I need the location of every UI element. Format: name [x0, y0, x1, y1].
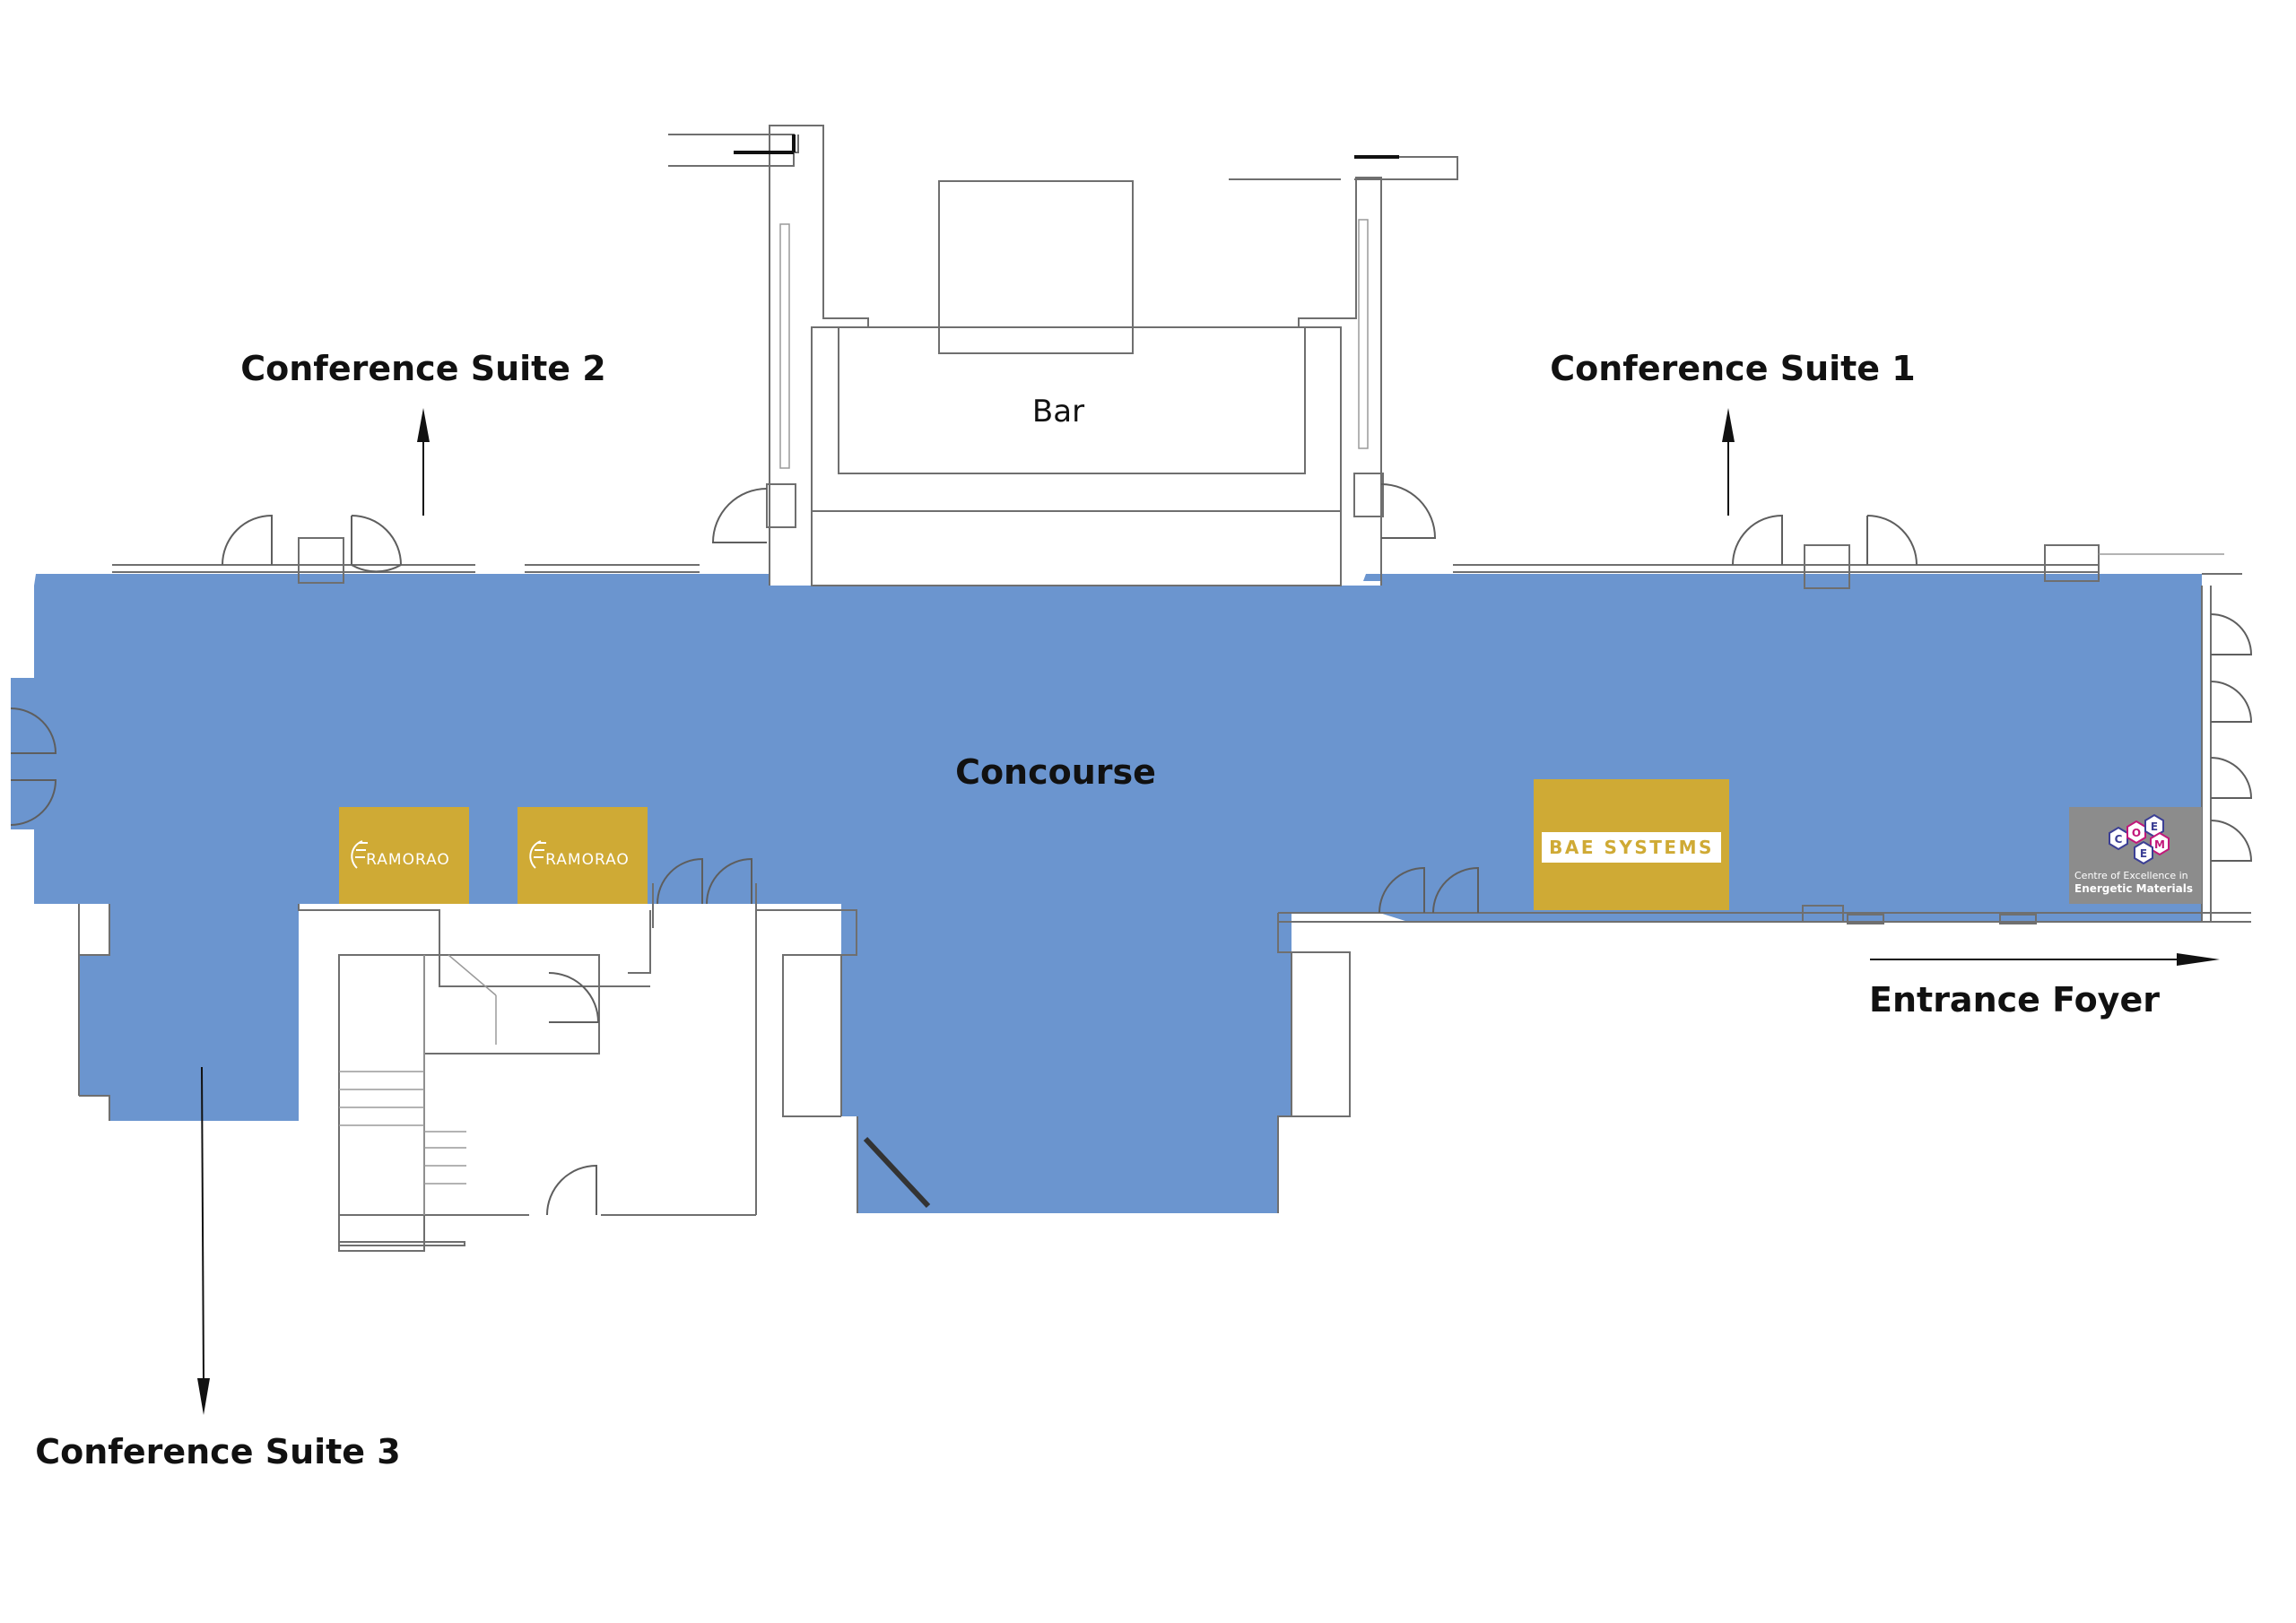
stand-ramorao-1[interactable]: RAMORAO	[339, 807, 469, 904]
stand-bae-systems[interactable]: BAE SYSTEMS	[1534, 779, 1729, 910]
concourse-lower-wing	[841, 904, 1292, 1213]
hexagon-cluster-logo-icon: C O E M E	[2109, 813, 2170, 865]
conference-suite-3-corridor	[79, 904, 299, 1121]
label-conference-suite-2: Conference Suite 2	[240, 349, 606, 388]
svg-text:O: O	[2132, 827, 2141, 839]
arrow-up-icon	[1722, 408, 1735, 516]
arrow-down-icon	[197, 1066, 210, 1415]
south-walls	[78, 866, 2251, 1213]
label-bar: Bar	[1032, 394, 1084, 430]
stair-core	[298, 857, 757, 1252]
svg-text:E: E	[2151, 820, 2158, 833]
bae-wordmark: BAE SYSTEMS	[1549, 837, 1714, 858]
globe-arc-logo-icon	[351, 840, 368, 869]
arrow-up-icon	[417, 408, 430, 516]
coem-caption-line2: Energetic Materials	[2074, 882, 2193, 895]
ramorao-wordmark: RAMORAO	[366, 851, 450, 869]
bar-block	[668, 125, 1458, 586]
ramorao-wordmark: RAMORAO	[545, 851, 630, 869]
stand-ramorao-2[interactable]: RAMORAO	[517, 807, 648, 904]
label-conference-suite-1: Conference Suite 1	[1550, 349, 1916, 388]
bae-logo-plate	[1542, 832, 1721, 863]
direction-arrows	[197, 408, 2220, 1415]
west-door	[10, 707, 57, 826]
coem-caption-line1: Centre of Excellence in	[2074, 870, 2188, 881]
svg-text:M: M	[2154, 838, 2165, 851]
label-concourse: Concourse	[955, 752, 1156, 792]
label-conference-suite-3: Conference Suite 3	[35, 1432, 401, 1471]
arrow-right-icon	[1870, 953, 2220, 966]
bar-counter	[938, 180, 1134, 354]
east-doors	[2201, 586, 2253, 922]
globe-arc-logo-icon	[529, 840, 546, 869]
label-entrance-foyer: Entrance Foyer	[1869, 980, 2160, 1020]
svg-text:E: E	[2140, 847, 2147, 860]
stand-coem[interactable]: C O E M E Centre of Excellence in Energe…	[2069, 807, 2202, 904]
north-wall	[112, 514, 2242, 589]
svg-text:C: C	[2115, 833, 2123, 846]
